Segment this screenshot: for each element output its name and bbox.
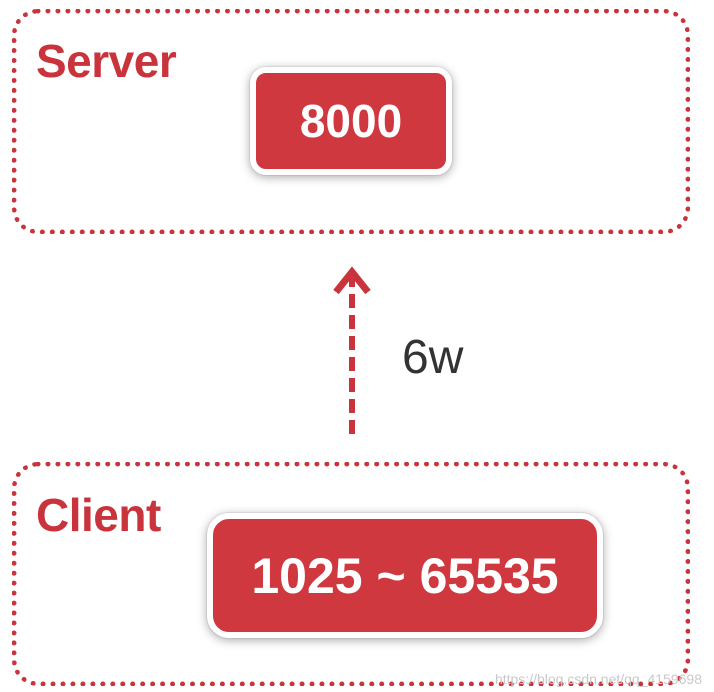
server-container (12, 9, 690, 234)
connection-count-label: 6w (402, 331, 464, 384)
server-title: Server (36, 35, 177, 87)
client-port-range-badge: 1025 ~ 65535 (207, 513, 603, 638)
watermark: https://blog.csdn.net/qq_4159698 (494, 671, 702, 687)
server-port-badge: 8000 (250, 67, 452, 175)
client-container (12, 462, 690, 686)
dashed-up-arrow-icon (333, 266, 371, 434)
client-title: Client (36, 489, 161, 541)
